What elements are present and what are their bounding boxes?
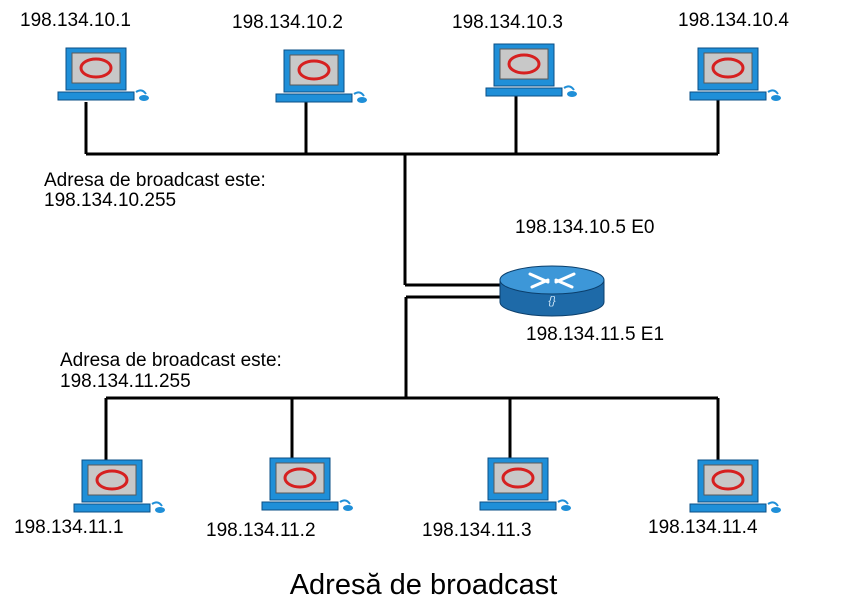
computer-icon bbox=[56, 46, 151, 103]
host-ip-label: 198.134.10.4 bbox=[678, 10, 789, 31]
host-ip-label: 198.134.10.3 bbox=[452, 12, 563, 33]
host-ip-label: 198.134.11.1 bbox=[14, 517, 124, 538]
host-ip-label: 198.134.10.2 bbox=[232, 12, 343, 33]
computer-icon bbox=[688, 46, 783, 103]
computer-icon bbox=[688, 458, 783, 515]
broadcast-label: Adresa de broadcast este: bbox=[44, 170, 266, 191]
diagram-caption: Adresă de broadcast bbox=[289, 569, 558, 601]
broadcast-address: 198.134.10.255 bbox=[44, 190, 177, 211]
computer-icon bbox=[478, 456, 573, 513]
router-e0-label: 198.134.10.5 E0 bbox=[515, 217, 655, 238]
bottom-network-links bbox=[104, 295, 720, 460]
computer-icon bbox=[274, 48, 369, 105]
computer-icon bbox=[260, 456, 355, 513]
router-e1-label: 198.134.11.5 E1 bbox=[526, 324, 665, 345]
host-ip-label: 198.134.11.4 bbox=[648, 517, 758, 538]
broadcast-address: 198.134.11.255 bbox=[60, 371, 191, 392]
top-network-links bbox=[84, 96, 720, 287]
host-ip-label: 198.134.11.3 bbox=[422, 520, 532, 541]
host-ip-label: 198.134.11.2 bbox=[206, 520, 316, 541]
computer-icon bbox=[484, 42, 579, 99]
broadcast-label: Adresa de broadcast este: bbox=[60, 350, 282, 371]
host-ip-label: 198.134.10.1 bbox=[20, 10, 131, 31]
svg-text:{}: {} bbox=[548, 295, 556, 307]
router-icon: {} bbox=[499, 265, 605, 317]
computer-icon bbox=[72, 458, 167, 515]
